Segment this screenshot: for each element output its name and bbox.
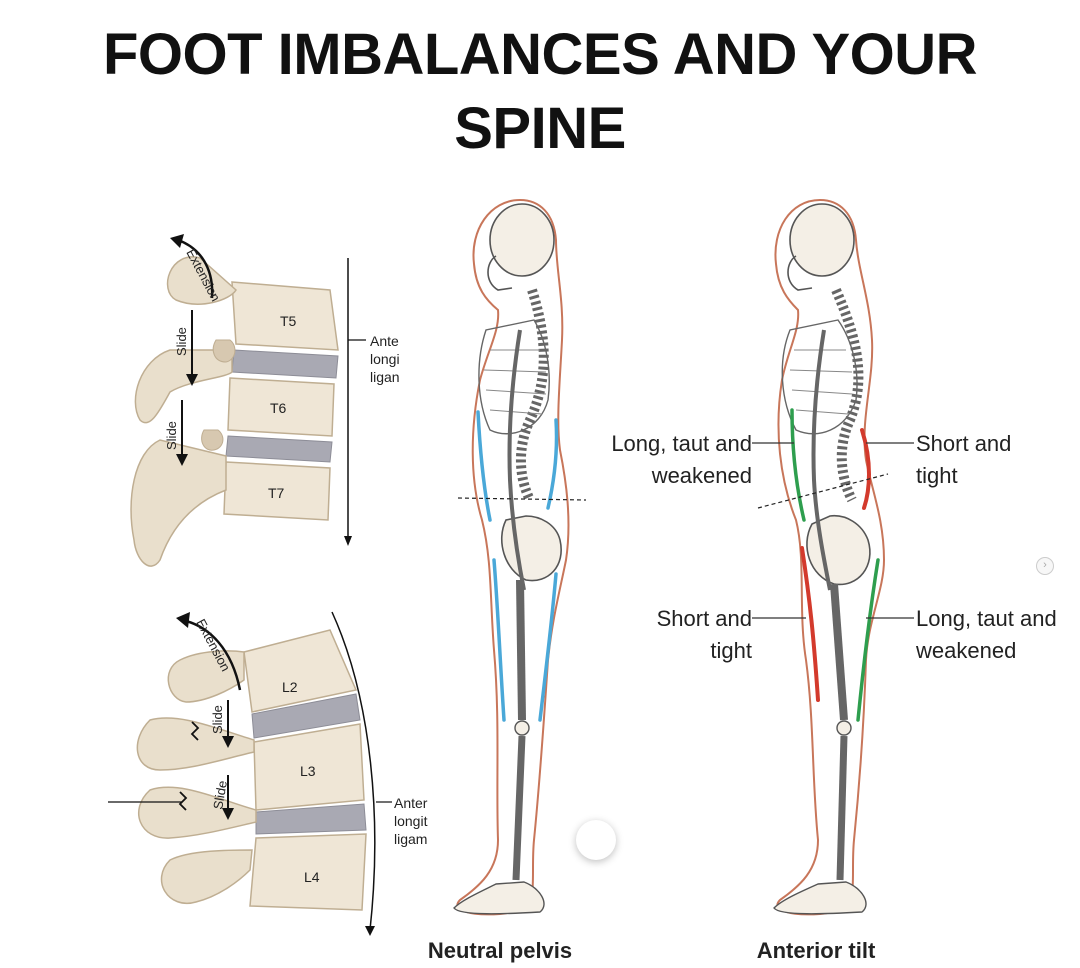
vertebra-body-l4 xyxy=(249,833,367,911)
spinous-process-mid xyxy=(134,349,233,424)
label-slide-lumbar-2: Slide xyxy=(210,779,230,810)
articular-facet-1 xyxy=(212,339,236,363)
label-ligament-lumbar-1: Anter xyxy=(394,795,428,811)
label-right-upper-2: tight xyxy=(916,463,958,488)
title-line-1: FOOT IMBALANCES AND YOUR xyxy=(102,22,978,87)
vertebra-body-t5 xyxy=(231,281,339,351)
pelvic-tilt-line xyxy=(757,473,889,509)
extension-arrow-thoracic xyxy=(177,238,214,299)
extension-arrowhead-thoracic xyxy=(170,234,184,248)
disc-l2-l3 xyxy=(251,693,361,739)
label-l4: L4 xyxy=(304,869,320,885)
label-right-upper-1: Short and xyxy=(916,431,1011,456)
caption-anterior-tilt: Anterior tilt xyxy=(757,938,876,963)
page-title: FOOT IMBALANCES AND YOUR SPINE xyxy=(0,18,1080,166)
skeleton-figure-tilt xyxy=(752,198,914,916)
lumbar-process-bottom xyxy=(160,849,253,905)
label-ligament-lumbar-3: ligam xyxy=(394,831,427,847)
chevron-right-icon[interactable]: › xyxy=(1036,557,1054,575)
spinous-process-upper xyxy=(166,256,237,305)
femur-neutral xyxy=(516,579,526,721)
title-line-2: SPINE xyxy=(454,96,626,161)
anterior-ligament-line-lumbar xyxy=(331,611,376,931)
skeleton-figure-neutral xyxy=(453,198,587,916)
label-ligament-lumbar-2: longit xyxy=(394,813,428,829)
label-ligament-thoracic-1: Ante xyxy=(370,333,399,349)
label-left-lower-2: tight xyxy=(710,638,752,663)
label-ligament-thoracic-2: longi xyxy=(370,351,400,367)
pelvic-level-line-neutral xyxy=(457,497,587,501)
label-l2: L2 xyxy=(282,679,298,695)
extension-arrow-lumbar xyxy=(181,618,242,691)
spine-neutral xyxy=(516,288,549,503)
arm-tilt xyxy=(811,329,832,591)
muscle-abdominal-neutral xyxy=(476,410,492,522)
vertebra-body-t6 xyxy=(227,377,335,437)
zigzag-mark-1 xyxy=(190,721,200,741)
lumbar-process-mid xyxy=(136,717,255,771)
label-right-lower-1: Long, taut and xyxy=(916,606,1057,631)
vertebra-body-l3 xyxy=(253,723,365,811)
label-t7: T7 xyxy=(268,485,285,501)
pelvis-neutral xyxy=(501,515,562,582)
tibia-neutral xyxy=(512,735,526,881)
label-left-upper-1: Long, taut and xyxy=(611,431,752,456)
femur-tilt xyxy=(830,583,848,721)
lumbar-process-low xyxy=(138,786,257,839)
muscle-abdominal-tilt xyxy=(790,408,806,522)
muscle-lumbar-tilt xyxy=(860,428,871,510)
muscle-thigh-front-tilt xyxy=(800,546,820,702)
skull-tilt xyxy=(789,203,855,277)
label-t5: T5 xyxy=(280,313,297,329)
muscle-thigh-back-tilt xyxy=(856,558,880,722)
label-left-lower-1: Short and xyxy=(657,606,752,631)
label-slide-thoracic-2: Slide xyxy=(164,421,179,450)
spine-tilt xyxy=(831,287,864,503)
label-ligament-thoracic-3: ligan xyxy=(370,369,400,385)
foot-tilt xyxy=(773,881,867,915)
label-slide-lumbar-1: Slide xyxy=(210,705,225,734)
ribcage-tilt xyxy=(781,319,858,435)
label-l3: L3 xyxy=(300,763,316,779)
disc-l3-l4 xyxy=(255,803,367,835)
muscle-thigh-back-neutral xyxy=(538,572,558,722)
spinous-process-low xyxy=(130,439,227,567)
label-slide-thoracic-1: Slide xyxy=(174,327,189,356)
ribcage-neutral xyxy=(478,319,550,435)
lumbar-process-upper xyxy=(167,650,245,703)
vertebra-body-l2 xyxy=(243,629,358,713)
vertebra-body-t7 xyxy=(223,461,331,521)
circle-dot-icon[interactable] xyxy=(576,820,616,860)
skull-neutral xyxy=(489,203,555,277)
label-right-lower-2: weakened xyxy=(915,638,1016,663)
label-t6: T6 xyxy=(270,400,287,416)
lumbar-segment xyxy=(108,611,392,936)
foot-neutral xyxy=(453,881,545,915)
arm-neutral xyxy=(507,329,526,591)
zigzag-mark-2 xyxy=(178,791,188,811)
articular-facet-2 xyxy=(201,429,224,451)
muscle-thigh-front-neutral xyxy=(492,558,506,722)
muscle-lumbar-neutral xyxy=(546,418,559,510)
disc-t5-t6 xyxy=(231,349,339,379)
pelvis-tilt xyxy=(806,515,871,586)
disc-t6-t7 xyxy=(225,435,333,463)
caption-neutral-pelvis: Neutral pelvis xyxy=(428,938,572,963)
label-left-upper-2: weakened xyxy=(651,463,752,488)
thoracic-segment xyxy=(130,234,366,567)
tibia-tilt xyxy=(836,735,848,881)
